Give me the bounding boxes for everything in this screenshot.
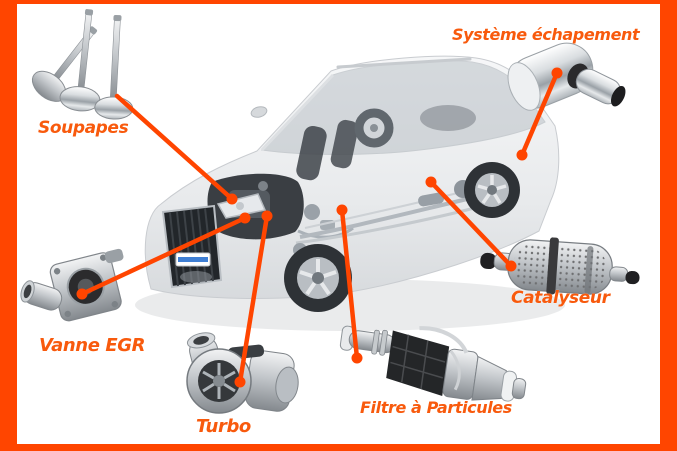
catalyseur-callout-line — [428, 179, 514, 269]
muffler-part-image — [507, 42, 626, 111]
front-wheel — [284, 244, 352, 312]
dpf-callout-dot-car — [336, 204, 348, 216]
echapement-callout-line — [519, 70, 560, 158]
callout-dots — [76, 67, 563, 388]
catalyseur-label: Catalyseur — [511, 288, 610, 308]
a-pillar — [260, 73, 335, 152]
echapement-callout-dot-part — [551, 67, 563, 79]
dpf-callout-line — [339, 207, 360, 361]
turbo-callout-line — [237, 213, 270, 385]
dpf-part-image — [339, 325, 527, 402]
soupapes-label: Soupapes — [38, 118, 129, 138]
frame-border-right — [660, 0, 677, 451]
turbo-part-image — [186, 332, 299, 414]
frame-border-left — [0, 0, 17, 451]
catalyseur-callout-dot-part — [505, 260, 517, 272]
car-front-end — [161, 193, 267, 289]
egr-callout-line — [79, 215, 248, 297]
turbo-label: Turbo — [196, 416, 251, 437]
frame-border-bottom — [0, 444, 677, 451]
turbo-callout-dot-part — [234, 376, 246, 388]
callout-lines — [79, 70, 560, 385]
rear-wheel — [464, 162, 520, 218]
egr-valve-part-image — [20, 248, 124, 322]
egr-callout-dot-car — [239, 212, 251, 224]
echapement-callout-dot-car — [516, 149, 528, 161]
catalyseur-callout-dot-car — [425, 176, 437, 188]
soupapes-part-image — [31, 9, 134, 120]
roof-rail — [336, 57, 472, 69]
dpf-callout-dot-part — [351, 352, 363, 364]
egr-callout-dot-part — [76, 288, 88, 300]
systeme-echapement-label: Système échapement — [452, 25, 640, 44]
catalyseur-part-image — [480, 237, 640, 295]
soupapes-callout-line — [114, 93, 235, 202]
filtre-a-particules-label: Filtre à Particules — [360, 398, 512, 417]
turbo-callout-dot-car — [261, 210, 273, 222]
vanne-egr-label: Vanne EGR — [39, 335, 146, 356]
car-illustration — [135, 55, 565, 331]
car-interior — [250, 105, 476, 181]
frame-border-top — [0, 0, 677, 4]
soupapes-callout-dot — [226, 193, 238, 205]
